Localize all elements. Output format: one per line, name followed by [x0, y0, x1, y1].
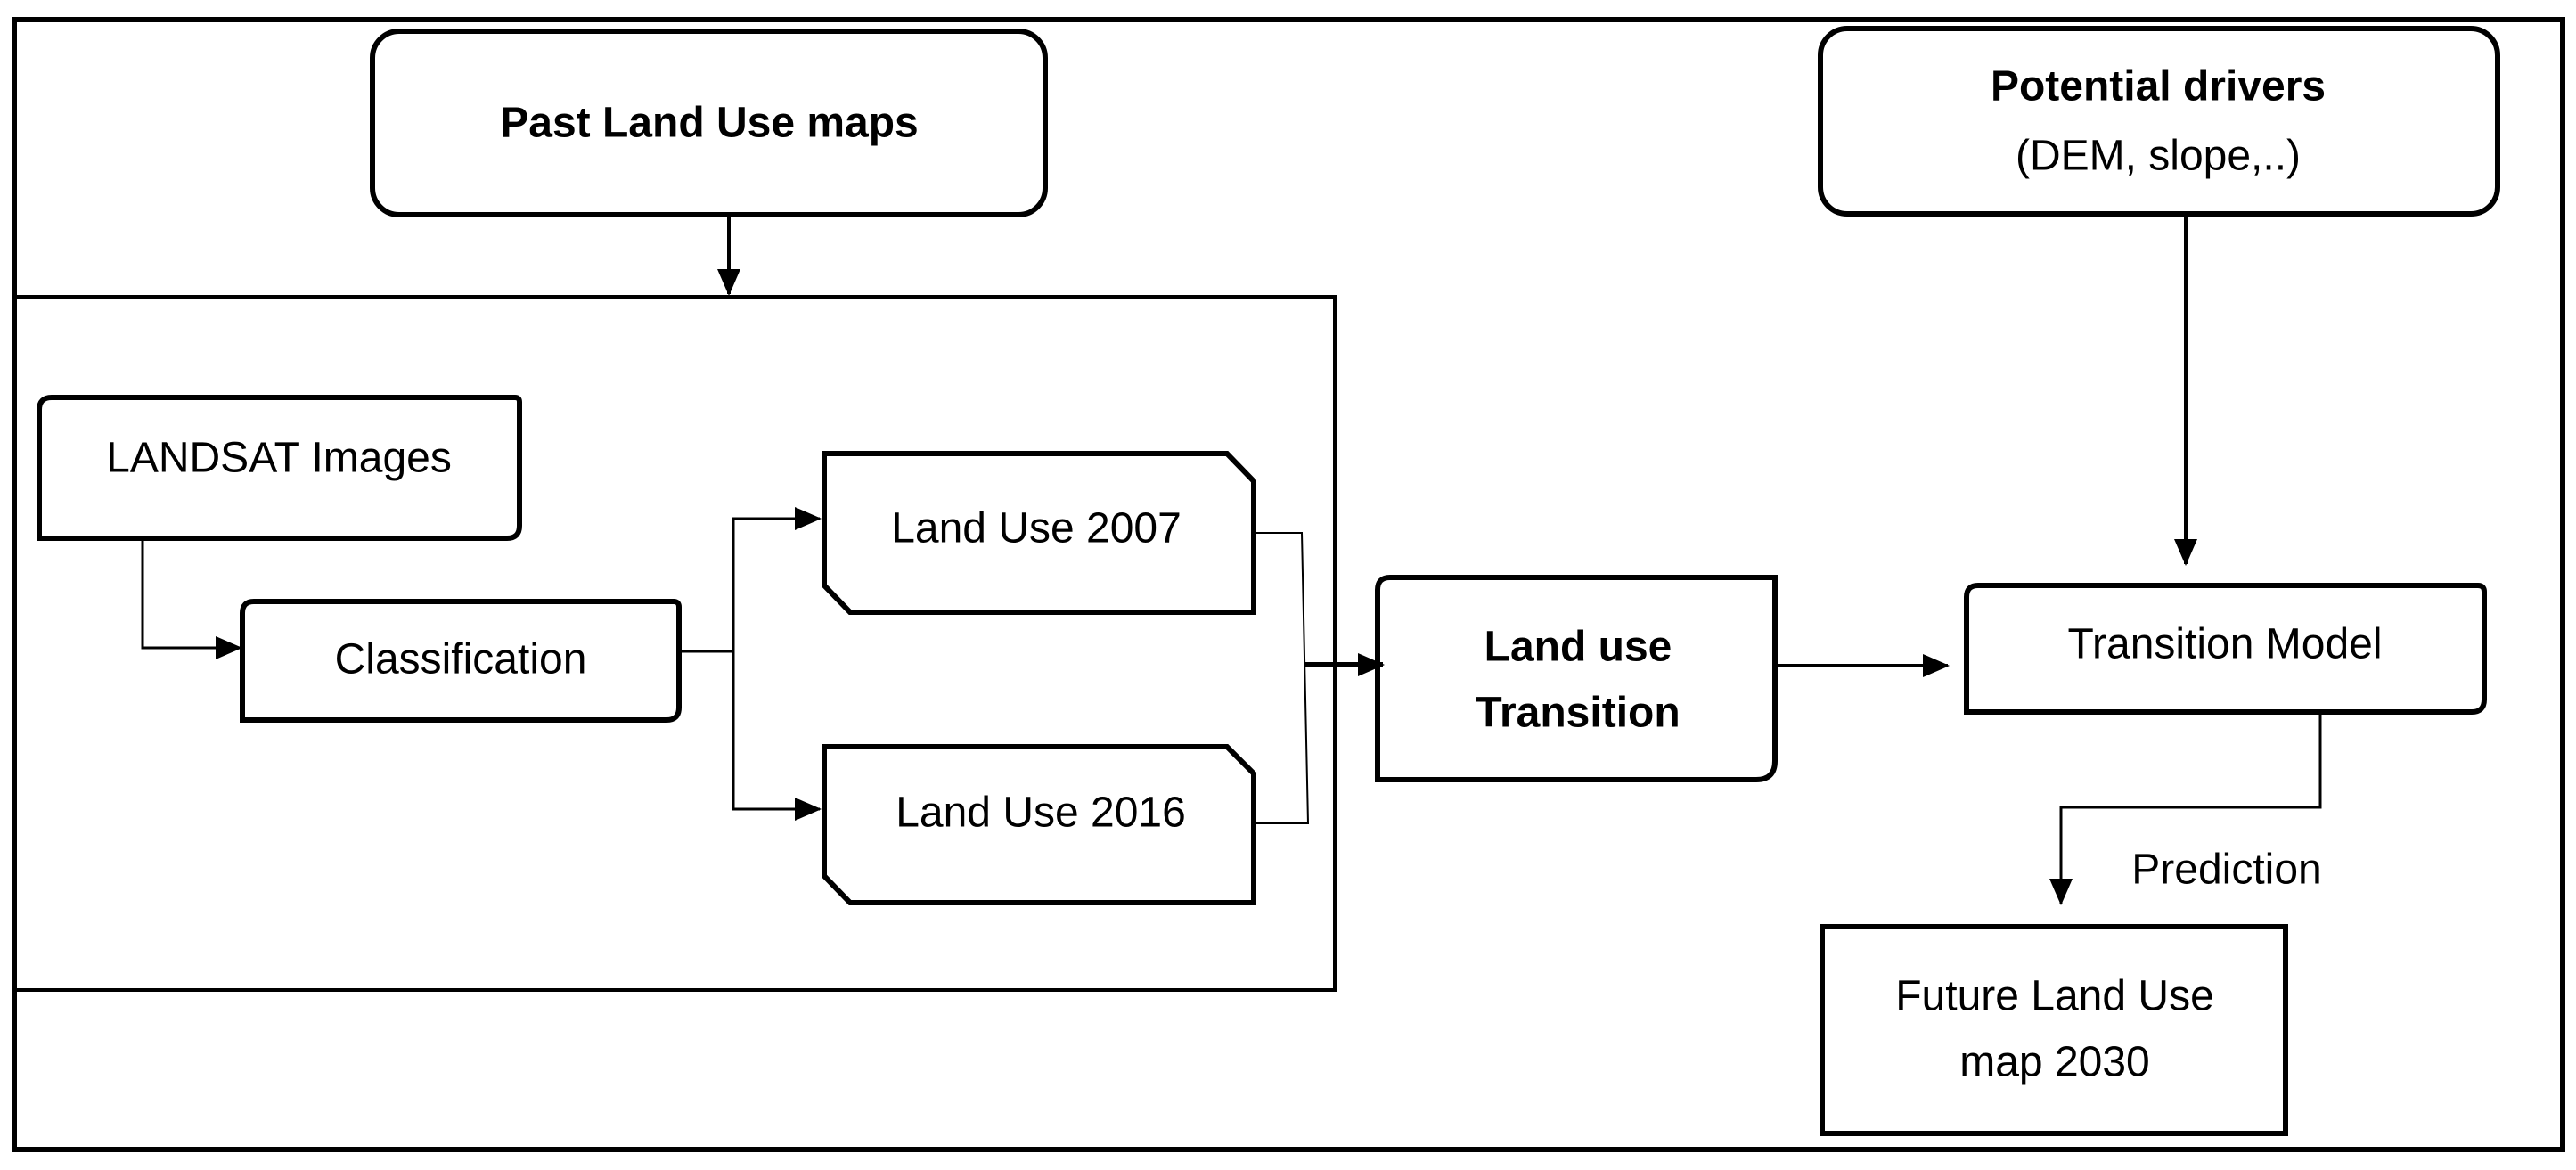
connector-classification-to-2016	[732, 651, 822, 821]
land-use-2007-label: Land Use 2007	[891, 505, 1182, 552]
prediction-label: Prediction	[2131, 847, 2321, 894]
land-use-transition-line2: Transition	[1476, 690, 1680, 737]
future-land-use-line2: map 2030	[1959, 1039, 2150, 1086]
arrow-model-to-future	[2049, 713, 2322, 905]
arrow-landsat-to-classification	[141, 540, 242, 659]
transition-model-node: Transition Model	[1964, 583, 2487, 715]
land-use-2016-node: Land Use 2016	[822, 744, 1256, 905]
transition-model-label: Transition Model	[2067, 621, 2382, 668]
landsat-images-label: LANDSAT Images	[106, 435, 452, 482]
classification-group-frame	[12, 295, 1337, 992]
future-land-use-map-node: Future Land Use map 2030	[1820, 924, 2288, 1136]
connector-2007-merge	[1255, 532, 1310, 824]
past-land-use-maps-node: Past Land Use maps	[370, 29, 1048, 217]
potential-drivers-node: Potential drivers (DEM, slope,..)	[1818, 26, 2500, 217]
land-use-transition-line1: Land use	[1484, 624, 1672, 671]
landsat-images-node: LANDSAT Images	[37, 395, 522, 541]
classification-label: Classification	[335, 636, 587, 683]
potential-drivers-title: Potential drivers	[1991, 63, 2326, 110]
past-land-use-maps-label: Past Land Use maps	[500, 100, 919, 147]
land-use-transition-node: Land use Transition	[1375, 575, 1778, 782]
potential-drivers-subtitle: (DEM, slope,..)	[2016, 133, 2301, 180]
future-land-use-line1: Future Land Use	[1895, 973, 2214, 1020]
classification-node: Classification	[240, 599, 682, 723]
land-use-2016-label: Land Use 2016	[895, 790, 1186, 837]
land-use-2007-node: Land Use 2007	[822, 451, 1256, 615]
connector-classification-split	[681, 507, 822, 653]
